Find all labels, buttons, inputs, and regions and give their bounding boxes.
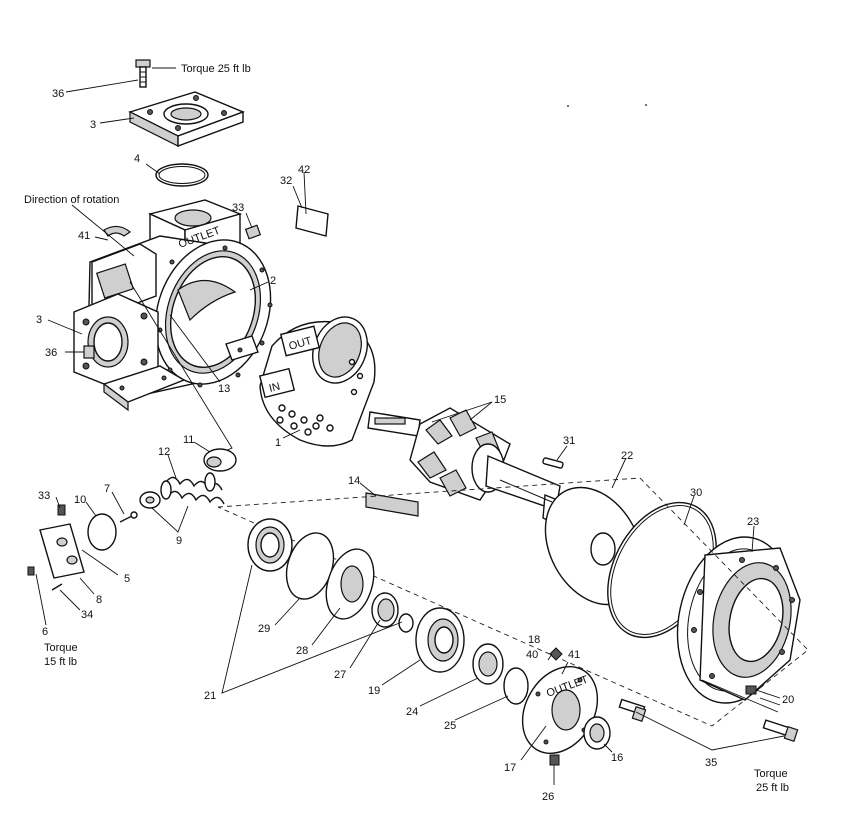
o-ring-25 [503,667,529,705]
bearing-housing-19 [415,607,465,673]
callout-20: 20 [782,694,794,706]
plug-26 [549,754,560,766]
valve-cap-11 [203,448,237,472]
flange-3-top [128,91,245,148]
callout-33-side: 33 [38,490,50,502]
callout-1: 1 [275,437,281,449]
callout-6: 6 [42,626,48,638]
direction-of-rotation-label: Direction of rotation [24,194,119,206]
torque-right-line2: 25 ft lb [756,782,789,794]
seal-set-boundary [217,477,809,727]
callout-31: 31 [563,435,575,447]
bearing-24 [472,643,504,685]
callout-15: 15 [494,394,506,406]
callout-41-cap: 41 [568,649,580,661]
pump-casing-2 [73,199,273,412]
callout-42: 42 [298,164,310,176]
callout-14: 14 [348,475,360,487]
callout-22: 22 [621,450,633,462]
rotor-shaft-15 [367,407,571,532]
bearing-cap-17 [521,665,599,755]
torque-right-line1: Torque [754,768,788,780]
callout-17: 17 [504,762,516,774]
callout-36-side: 36 [45,347,57,359]
callout-16: 16 [611,752,623,764]
callout-4: 4 [134,153,140,165]
callout-32: 32 [280,175,292,187]
callout-8: 8 [96,594,102,606]
o-ring-10 [87,513,117,551]
spring-12 [160,472,225,505]
callout-12: 12 [158,446,170,458]
callout-7: 7 [104,483,110,495]
callout-10: 10 [74,494,86,506]
torque-top-label: Torque 25 ft lb [181,63,251,75]
callout-18: 18 [528,634,540,646]
torque-left-line1: Torque [44,642,78,654]
lip-seal-16 [583,716,611,750]
callout-3-side: 3 [36,314,42,326]
capscrew-35a [618,698,647,723]
callout-23: 23 [747,516,759,528]
callout-3-top: 3 [90,119,96,131]
callout-35: 35 [705,757,717,769]
callout-34: 34 [81,609,93,621]
screw-7 [119,511,138,523]
valve-body-8 [27,504,85,591]
callout-13: 13 [218,383,230,395]
plug-33-top [244,224,262,240]
callout-19: 19 [368,685,380,697]
callout-33-top: 33 [232,202,244,214]
callout-27: 27 [334,669,346,681]
callout-28: 28 [296,645,308,657]
callout-36-top: 36 [52,88,64,100]
callout-30: 30 [690,487,702,499]
grease-fitting-18 [549,647,563,661]
callout-9: 9 [176,535,182,547]
callout-21: 21 [204,690,216,702]
vane-14 [365,492,419,517]
callout-11: 11 [183,434,194,446]
liner-1 [258,316,376,447]
callout-5: 5 [124,573,130,585]
callout-24: 24 [406,706,418,718]
head-23 [676,536,801,704]
poppet-9 [139,491,161,509]
torque-left-line2: 15 ft lb [44,656,77,668]
bolt-36-top [135,59,151,88]
seat-28 [325,548,375,620]
o-ring-4 [155,163,209,187]
callout-40: 40 [526,649,538,661]
callout-25: 25 [444,720,456,732]
small-o-ring [398,613,414,633]
callout-26: 26 [542,791,554,803]
nameplate-42 [295,205,329,237]
callout-2: 2 [270,275,276,287]
key-31 [542,457,564,469]
callout-29: 29 [258,623,270,635]
callout-41-top: 41 [78,230,90,242]
capscrew-35b [762,719,799,743]
seal-rotary-21 [247,518,293,572]
liner-in-stamp: IN [268,381,282,395]
ring-27 [371,592,399,628]
